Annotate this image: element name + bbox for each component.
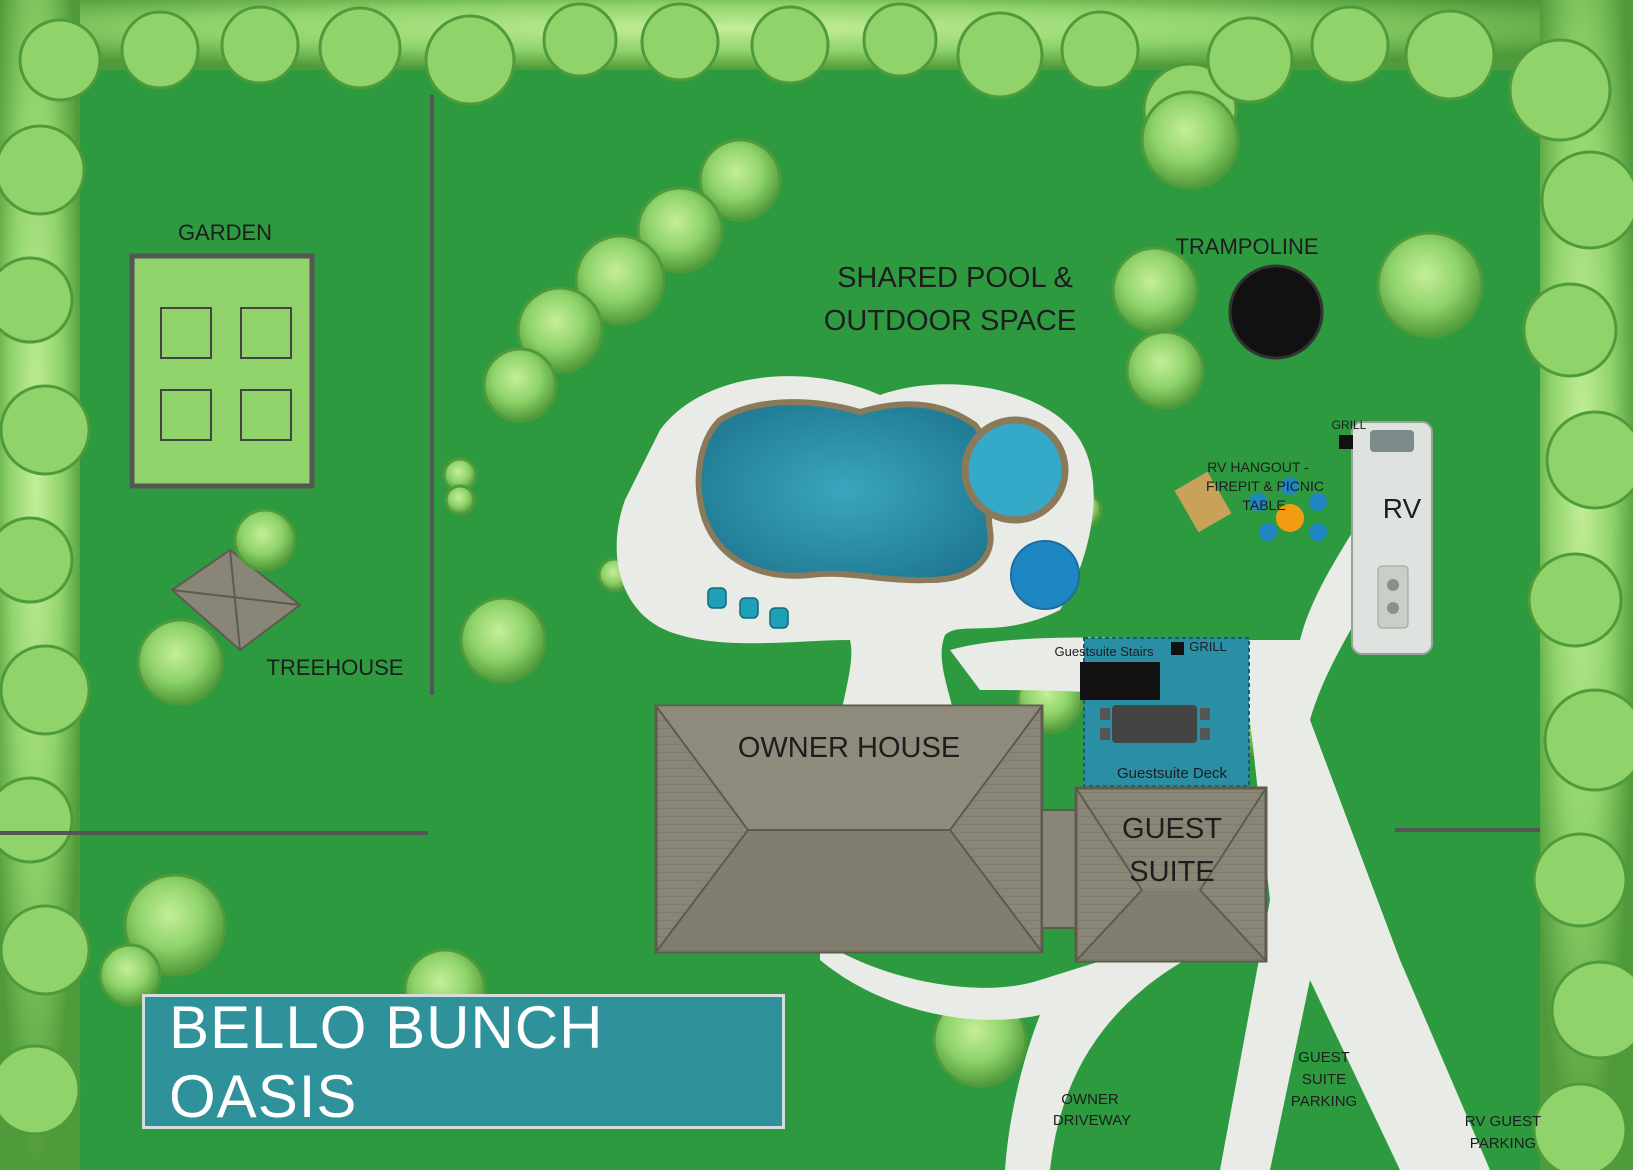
- guest-parking-line2: SUITE: [1302, 1071, 1346, 1088]
- rv-parking-line1: RV GUEST: [1465, 1113, 1541, 1130]
- rv-vehicle: [1351, 421, 1433, 655]
- garden-plot: [129, 253, 315, 489]
- rv-hangout-line1: RV HANGOUT -: [1207, 459, 1309, 475]
- treehouse: [136, 508, 302, 706]
- title-banner: BELLO BUNCH OASIS: [142, 993, 785, 1130]
- pool-label-line2: OUTDOOR SPACE: [824, 305, 1076, 337]
- guest-parking-line3: PARKING: [1291, 1093, 1357, 1110]
- guestsuite-deck: [1080, 637, 1250, 787]
- guest-parking-line1: GUEST: [1298, 1049, 1350, 1066]
- rv-hangout-line3: TABLE: [1242, 497, 1285, 513]
- garden-label: GARDEN: [178, 220, 272, 245]
- owner-driveway-line2: DRIVEWAY: [1053, 1112, 1131, 1129]
- treehouse-label: TREEHOUSE: [267, 655, 404, 680]
- deck-grill-label: GRILL: [1189, 639, 1227, 654]
- trampoline-label: TRAMPOLINE: [1175, 234, 1318, 259]
- house-connector: [1041, 809, 1079, 929]
- rv-hangout-line2: FIREPIT & PICNIC: [1206, 478, 1324, 494]
- guest-suite-label-line1: GUEST: [1122, 813, 1222, 845]
- guestsuite-deck-label: Guestsuite Deck: [1117, 765, 1228, 782]
- pool-label-line1: SHARED POOL &: [837, 262, 1073, 294]
- rv-grill-label: GRILL: [1332, 418, 1367, 432]
- guest-suite-roof: [1074, 786, 1268, 963]
- guestsuite-stairs-label: Guestsuite Stairs: [1055, 644, 1154, 659]
- rv-hangout: [1174, 435, 1353, 541]
- map-title: BELLO BUNCH OASIS: [169, 993, 604, 1130]
- rv-parking-line2: PARKING: [1470, 1135, 1536, 1152]
- owner-driveway-line1: OWNER: [1061, 1091, 1119, 1108]
- owner-house-label: OWNER HOUSE: [738, 732, 960, 764]
- owner-house-roof: [654, 704, 1044, 954]
- trampoline: [1228, 264, 1324, 360]
- rv-label: RV: [1383, 493, 1422, 524]
- pool: [695, 399, 1080, 629]
- guest-suite-label-line2: SUITE: [1129, 856, 1214, 888]
- property-lines: [0, 95, 1540, 835]
